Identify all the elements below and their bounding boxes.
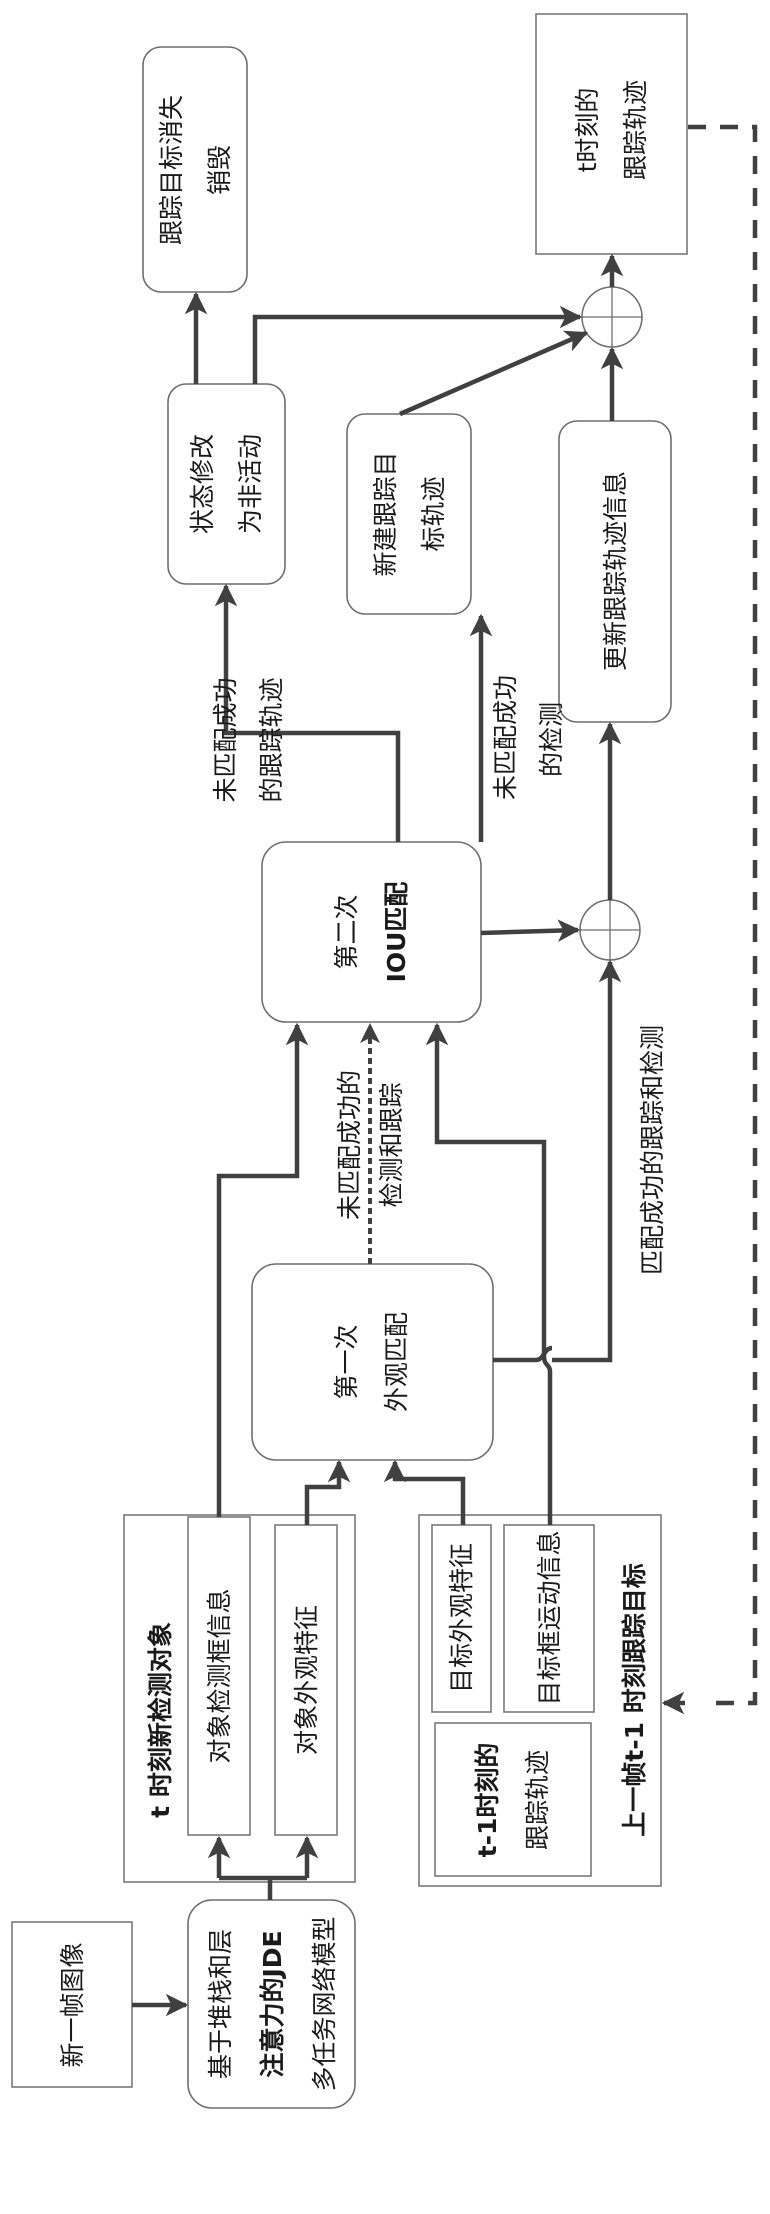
svg-text:IOU匹配: IOU匹配: [382, 882, 411, 983]
svg-text:t时刻的: t时刻的: [573, 88, 602, 173]
det-appearance-box: [274, 1524, 338, 1836]
second-match-box: [261, 841, 482, 1023]
set-inactive-box: [167, 383, 286, 585]
label-unmatched-after-first: 未匹配成功的 检测和跟踪: [335, 1070, 406, 1220]
jde-model-label: 基于堆栈和层 注意力的JDE 多任务网络模型: [206, 1916, 339, 2091]
first-match-box: [251, 1263, 494, 1461]
svg-text:第二次: 第二次: [332, 894, 361, 969]
t-tracks-box: [535, 13, 688, 255]
svg-text:新一帧图像: 新一帧图像: [58, 1942, 87, 2067]
edge-feedback-dashed: [688, 124, 758, 1706]
svg-text:基于堆栈和层: 基于堆栈和层: [206, 1929, 235, 2079]
svg-text:多任务网络模型: 多任务网络模型: [310, 1916, 339, 2091]
target-motion-box: [503, 1524, 595, 1713]
second-match-label: 第二次 IOU匹配: [332, 882, 411, 983]
det-box-info-box: [187, 1516, 251, 1836]
prev-targets-title: 上一帧t-1 时刻跟踪目标: [620, 1563, 649, 1836]
svg-text:未匹配成功的: 未匹配成功的: [335, 1070, 364, 1220]
first-match-label: 第一次 外观匹配: [332, 1312, 411, 1412]
svg-text:的检测: 的检测: [537, 702, 566, 777]
edge-jde-to-detections: [219, 1875, 307, 1900]
det-appearance-label: 对象外观特征: [292, 1605, 321, 1755]
svg-text:外观匹配: 外观匹配: [382, 1312, 411, 1412]
edge-first-match-matched: [493, 962, 610, 1363]
label-unmatched-tracks: 未匹配成功 的跟踪轨迹: [211, 677, 286, 802]
svg-text:目标框运动信息: 目标框运动信息: [535, 1530, 564, 1705]
svg-text:未匹配成功: 未匹配成功: [491, 675, 520, 800]
svg-text:目标外观特征: 目标外观特征: [447, 1543, 476, 1693]
edge-target-appearance-to-first-match: [383, 1459, 466, 1525]
destroy-lost-label: 跟踪目标消失 销毁: [157, 95, 234, 245]
svg-text:第一次: 第一次: [332, 1324, 361, 1399]
edge-second-match-unmatched-tracks: [214, 583, 401, 842]
svg-text:t 时刻新检测对象: t 时刻新检测对象: [146, 1622, 175, 1818]
edge-newtrack-to-sum-top: [399, 330, 589, 417]
det-box-info-label: 对象检测框信息: [205, 1588, 234, 1763]
svg-text:跟踪轨迹: 跟踪轨迹: [523, 1750, 552, 1850]
set-inactive-label: 状态修改 为非活动: [188, 434, 265, 534]
svg-text:跟踪轨迹: 跟踪轨迹: [621, 80, 650, 180]
target-appearance-label: 目标外观特征: [447, 1543, 476, 1693]
edge-boxinfo-to-second-match: [216, 1022, 309, 1517]
svg-text:对象外观特征: 对象外观特征: [292, 1605, 321, 1755]
new-track-box: [346, 413, 472, 615]
svg-text:的跟踪轨迹: 的跟踪轨迹: [257, 677, 286, 802]
svg-text:对象检测框信息: 对象检测框信息: [205, 1588, 234, 1763]
new-frame-label: 新一帧图像: [58, 1942, 87, 2067]
svg-text:更新跟踪轨迹信息: 更新跟踪轨迹信息: [601, 471, 630, 671]
svg-text:标轨迹: 标轨迹: [419, 476, 448, 551]
t-detections-title: t 时刻新检测对象: [146, 1622, 175, 1818]
prev-tracks-label: t-1时刻的 跟踪轨迹: [473, 1743, 552, 1858]
svg-text:跟踪目标消失: 跟踪目标消失: [157, 95, 186, 245]
svg-text:上一帧t-1 时刻跟踪目标: 上一帧t-1 时刻跟踪目标: [620, 1563, 649, 1836]
svg-text:销毁: 销毁: [205, 145, 234, 195]
prev-tracks-box: [434, 1722, 592, 1877]
new-frame-box: [11, 1921, 133, 2088]
svg-text:未匹配成功: 未匹配成功: [211, 677, 240, 802]
svg-text:注意力的JDE: 注意力的JDE: [258, 1930, 287, 2077]
edge-second-match-to-sum: [480, 919, 581, 942]
target-motion-label: 目标框运动信息: [535, 1530, 564, 1705]
sum-junction-top: [581, 286, 643, 348]
svg-text:新建跟踪目: 新建跟踪目: [371, 451, 400, 576]
label-unmatched-dets: 未匹配成功 的检测: [491, 675, 566, 800]
target-appearance-box: [431, 1524, 492, 1713]
label-matched: 匹配成功的跟踪和检测: [638, 1025, 667, 1275]
svg-text:状态修改: 状态修改: [188, 434, 217, 534]
svg-text:t-1时刻的: t-1时刻的: [473, 1743, 502, 1858]
edge-inactive-to-sum-top: [252, 305, 583, 384]
svg-text:匹配成功的跟踪和检测: 匹配成功的跟踪和检测: [638, 1025, 667, 1275]
new-track-label: 新建跟踪目 标轨迹: [371, 451, 448, 576]
t-tracks-label: t时刻的 跟踪轨迹: [573, 80, 650, 180]
update-track-label: 更新跟踪轨迹信息: [601, 471, 630, 671]
svg-text:为非活动: 为非活动: [236, 434, 265, 534]
edge-appearance-to-first-match: [304, 1459, 351, 1525]
edge-motion-to-second-match: [425, 1022, 553, 1525]
svg-text:检测和跟踪: 检测和跟踪: [377, 1082, 406, 1207]
sum-junction-middle: [579, 899, 641, 961]
